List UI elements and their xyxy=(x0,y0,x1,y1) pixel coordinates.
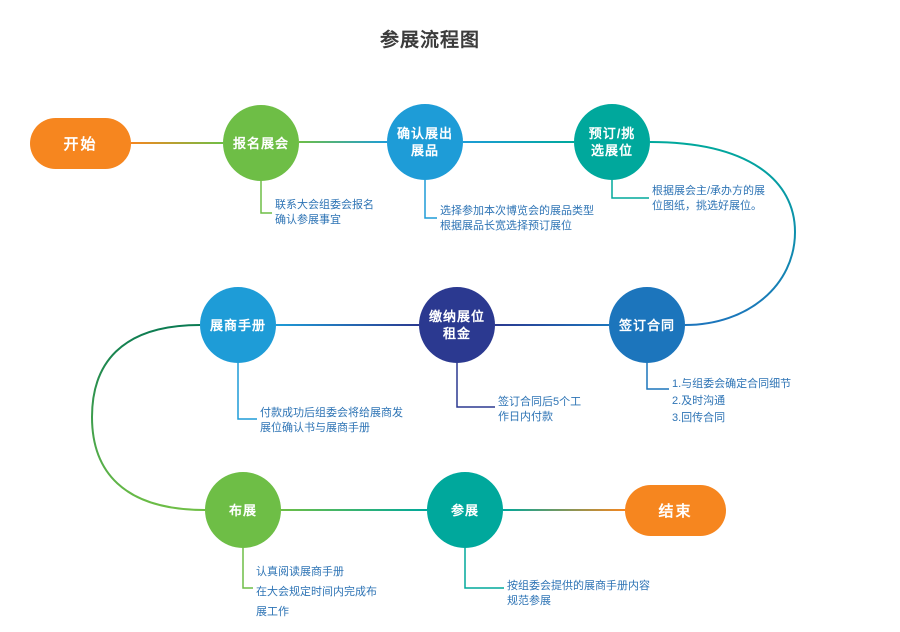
note-connector-register xyxy=(260,181,272,214)
node-attend-exhibition: 参展 xyxy=(427,472,503,548)
note-sign-contract: 1.与组委会确定合同细节 2.及时沟通 3.回传合同 xyxy=(672,378,792,424)
node-contract-label: 签订合同 xyxy=(618,317,675,333)
connector-manual-setup-curve xyxy=(90,324,206,511)
node-setup-label: 布展 xyxy=(228,502,257,518)
node-setup-exhibition: 布展 xyxy=(205,472,281,548)
node-book-booth: 预订/挑 选展位 xyxy=(574,104,650,180)
node-attend-label: 参展 xyxy=(450,502,479,518)
node-confirm-exhibits: 确认展出 展品 xyxy=(387,104,463,180)
node-end-label: 结束 xyxy=(658,503,693,520)
node-rent-label: 缴纳展位 租金 xyxy=(428,309,485,341)
node-manual-label: 展商手册 xyxy=(209,317,266,333)
note-connector-manual xyxy=(237,363,257,420)
note-pay-rent: 签订合同后5个工 作日内付款 xyxy=(498,396,582,423)
note-connector-contract xyxy=(646,363,669,390)
note-attend-exhibition: 按组委会提供的展商手册内容 规范参展 xyxy=(507,580,650,607)
node-register-exhibition: 报名展会 xyxy=(223,105,299,181)
node-exhibitor-manual: 展商手册 xyxy=(200,287,276,363)
node-start: 开始 xyxy=(30,118,131,169)
note-connector-setup xyxy=(242,548,253,589)
node-booth-label: 预订/挑 选展位 xyxy=(588,126,636,158)
note-setup-exhibition: 认真阅读展商手册 在大会规定时间内完成布 展工作 xyxy=(256,566,377,618)
note-connector-attend xyxy=(464,548,504,589)
node-end: 结束 xyxy=(625,485,726,536)
node-confirm-label: 确认展出 展品 xyxy=(396,126,453,158)
note-connector-rent xyxy=(456,363,495,408)
note-exhibitor-manual: 付款成功后组委会将给展商发 展位确认书与展商手册 xyxy=(260,407,403,434)
note-connector-confirm xyxy=(424,180,437,219)
page-title: 参展流程图 xyxy=(379,30,480,51)
note-confirm-exhibits: 选择参加本次博览会的展品类型 根据展品长宽选择预订展位 xyxy=(440,205,594,232)
node-sign-contract: 签订合同 xyxy=(609,287,685,363)
note-book-booth: 根据展会主/承办方的展 位图纸，挑选好展位。 xyxy=(652,185,766,212)
node-pay-booth-rent: 缴纳展位 租金 xyxy=(419,287,495,363)
node-start-label: 开始 xyxy=(63,136,98,153)
note-connector-booth xyxy=(611,180,649,199)
node-register-label: 报名展会 xyxy=(232,135,289,151)
note-register: 联系大会组委会报名 确认参展事宜 xyxy=(275,199,374,226)
connector-booth-contract-curve xyxy=(649,141,797,326)
